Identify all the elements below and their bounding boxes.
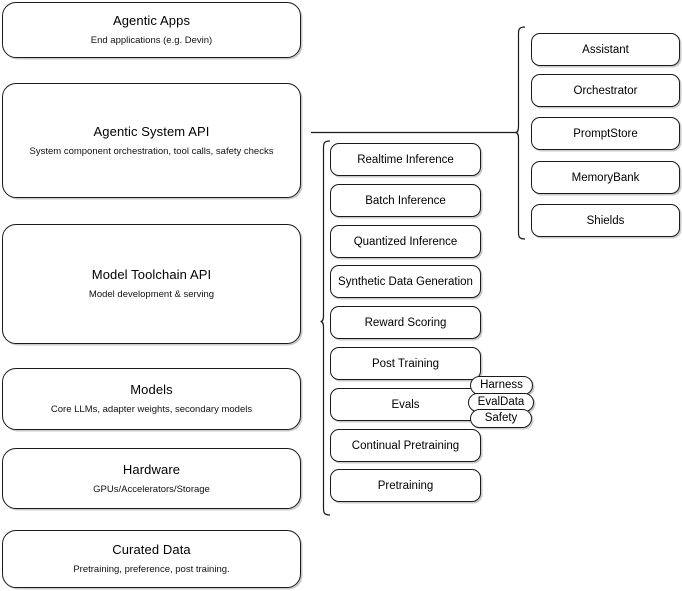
layer-models[interactable]: Models Core LLMs, adapter weights, secon… — [2, 368, 301, 430]
toolchain-item-synthetic-data-generation[interactable]: Synthetic Data Generation — [330, 265, 481, 298]
layer-subtitle: GPUs/Accelerators/Storage — [93, 483, 210, 495]
toolchain-item-label: Realtime Inference — [357, 153, 454, 166]
agentic-item-label: Assistant — [582, 43, 629, 56]
layer-agentic-apps[interactable]: Agentic Apps End applications (e.g. Devi… — [2, 2, 301, 58]
layer-agentic-system-api[interactable]: Agentic System API System component orch… — [2, 83, 301, 198]
layer-subtitle: Core LLMs, adapter weights, secondary mo… — [50, 404, 253, 415]
toolchain-item-label: Post Training — [371, 357, 440, 370]
layer-title: Agentic Apps — [112, 13, 191, 28]
layer-title: Curated Data — [112, 542, 191, 557]
toolchain-item-quantized-inference[interactable]: Quantized Inference — [330, 225, 481, 258]
layer-curated-data[interactable]: Curated Data Pretraining, preference, po… — [2, 530, 301, 588]
agentic-item-label: PromptStore — [573, 127, 638, 140]
eval-badge-safety[interactable]: Safety — [470, 409, 532, 428]
agentic-item-label: Shields — [586, 214, 625, 227]
toolchain-item-label: Reward Scoring — [364, 316, 447, 329]
layer-subtitle: Pretraining, preference, post training. — [73, 564, 230, 575]
toolchain-item-continual-pretraining[interactable]: Continual Pretraining — [330, 429, 481, 462]
eval-badge-label: EvalData — [477, 396, 525, 408]
brace-toolchain-components — [320, 140, 331, 516]
brace-agentic-components — [515, 26, 526, 240]
agentic-item-shields[interactable]: Shields — [531, 204, 680, 237]
agentic-item-memorybank[interactable]: MemoryBank — [531, 161, 680, 194]
layer-title: Agentic System API — [93, 123, 210, 139]
toolchain-item-label: Evals — [391, 398, 420, 411]
agentic-item-orchestrator[interactable]: Orchestrator — [531, 74, 680, 107]
agentic-item-label: MemoryBank — [571, 171, 640, 184]
toolchain-item-pretraining[interactable]: Pretraining — [330, 469, 481, 502]
layer-subtitle: System component orchestration, tool cal… — [29, 145, 274, 157]
toolchain-item-label: Pretraining — [377, 479, 434, 492]
toolchain-item-label: Synthetic Data Generation — [338, 275, 473, 288]
layer-title: Models — [130, 382, 173, 397]
toolchain-item-label: Continual Pretraining — [351, 439, 460, 452]
toolchain-item-evals[interactable]: Evals — [330, 388, 481, 421]
toolchain-item-post-training[interactable]: Post Training — [330, 347, 481, 380]
toolchain-item-label: Quantized Inference — [353, 235, 458, 248]
agentic-item-promptstore[interactable]: PromptStore — [531, 117, 680, 150]
layer-subtitle: Model development & serving — [88, 289, 215, 300]
eval-badge-label: Harness — [480, 379, 523, 391]
layer-title: Model Toolchain API — [91, 267, 212, 282]
layer-subtitle: End applications (e.g. Devin) — [90, 35, 213, 46]
toolchain-item-batch-inference[interactable]: Batch Inference — [330, 184, 481, 217]
agentic-item-assistant[interactable]: Assistant — [531, 33, 680, 66]
toolchain-item-realtime-inference[interactable]: Realtime Inference — [330, 143, 481, 176]
layer-title: Hardware — [122, 461, 181, 477]
eval-badge-label: Safety — [484, 412, 518, 424]
layer-model-toolchain-api[interactable]: Model Toolchain API Model development & … — [2, 224, 301, 344]
toolchain-item-reward-scoring[interactable]: Reward Scoring — [330, 306, 481, 339]
agentic-item-label: Orchestrator — [573, 84, 638, 97]
toolchain-item-label: Batch Inference — [365, 194, 446, 207]
layer-hardware[interactable]: Hardware GPUs/Accelerators/Storage — [2, 448, 301, 509]
